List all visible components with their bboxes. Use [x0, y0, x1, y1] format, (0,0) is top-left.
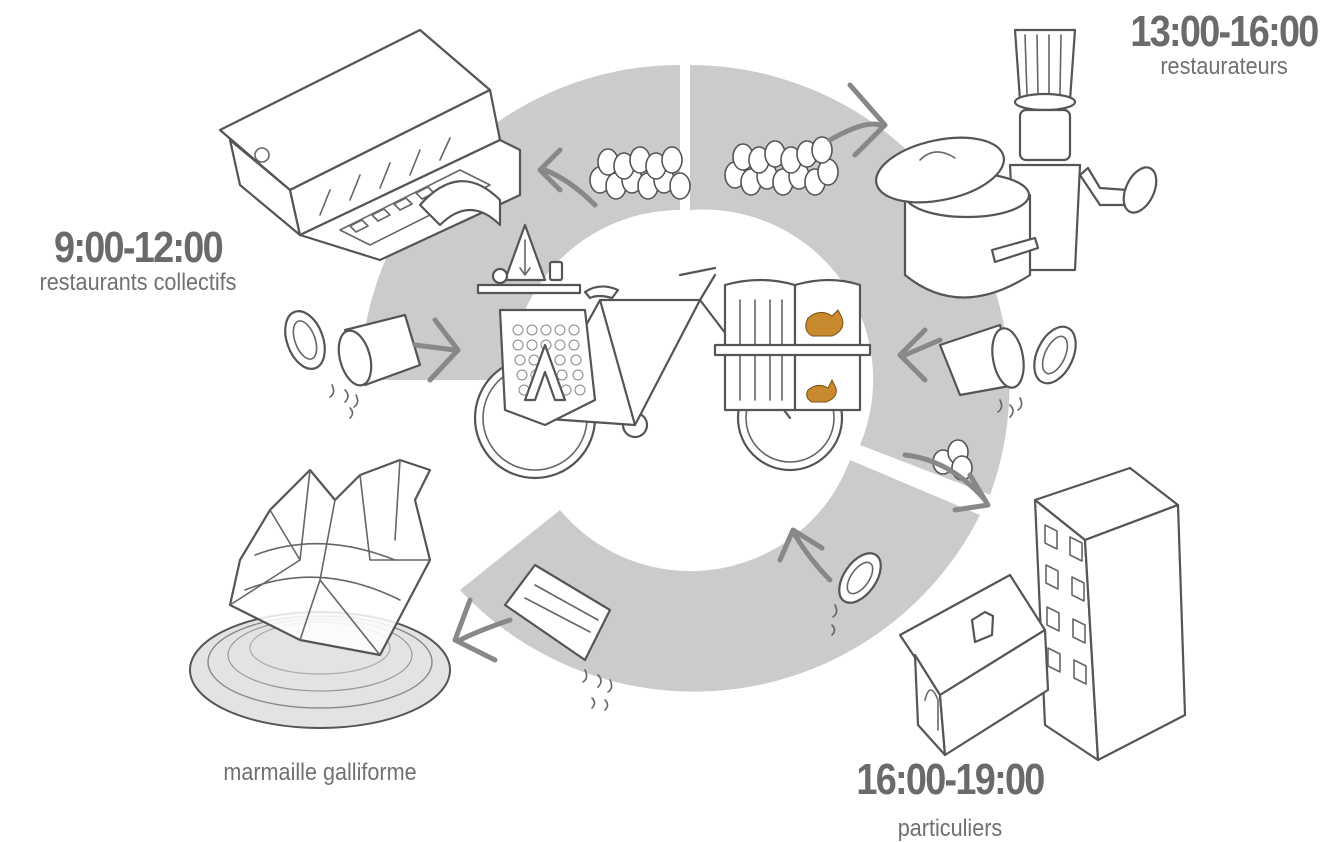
apartment-building-icon [1035, 468, 1185, 760]
egg-cluster-icon [725, 137, 838, 195]
stage-chicken-label: marmaille galliforme [185, 760, 455, 786]
stage-morning-audience: restaurants collectifs [14, 270, 262, 296]
cargo-tricycle-icon [475, 225, 870, 478]
stage-evening: 16:00-19:00 particuliers [800, 758, 1100, 842]
origami-hen-icon [190, 460, 450, 728]
chicken-crate-icon [715, 280, 870, 410]
stage-noon-audience: restaurateurs [1112, 54, 1335, 80]
stage-evening-audience: particuliers [815, 816, 1085, 842]
house-icon [900, 575, 1048, 755]
stage-noon: 13:00-16:00 restaurateurs [1100, 10, 1337, 80]
stage-noon-time: 13:00-16:00 [1117, 10, 1330, 54]
scraps-bucket-icon [330, 315, 420, 418]
stage-chicken: marmaille galliforme [170, 760, 470, 786]
stage-morning: 9:00-12:00 restaurants collectifs [0, 226, 276, 296]
plate-icon [278, 306, 332, 375]
egg-cluster-icon [590, 147, 690, 199]
plate-icon [1026, 320, 1084, 390]
stage-morning-time: 9:00-12:00 [19, 226, 256, 270]
stage-evening-time: 16:00-19:00 [821, 758, 1079, 802]
